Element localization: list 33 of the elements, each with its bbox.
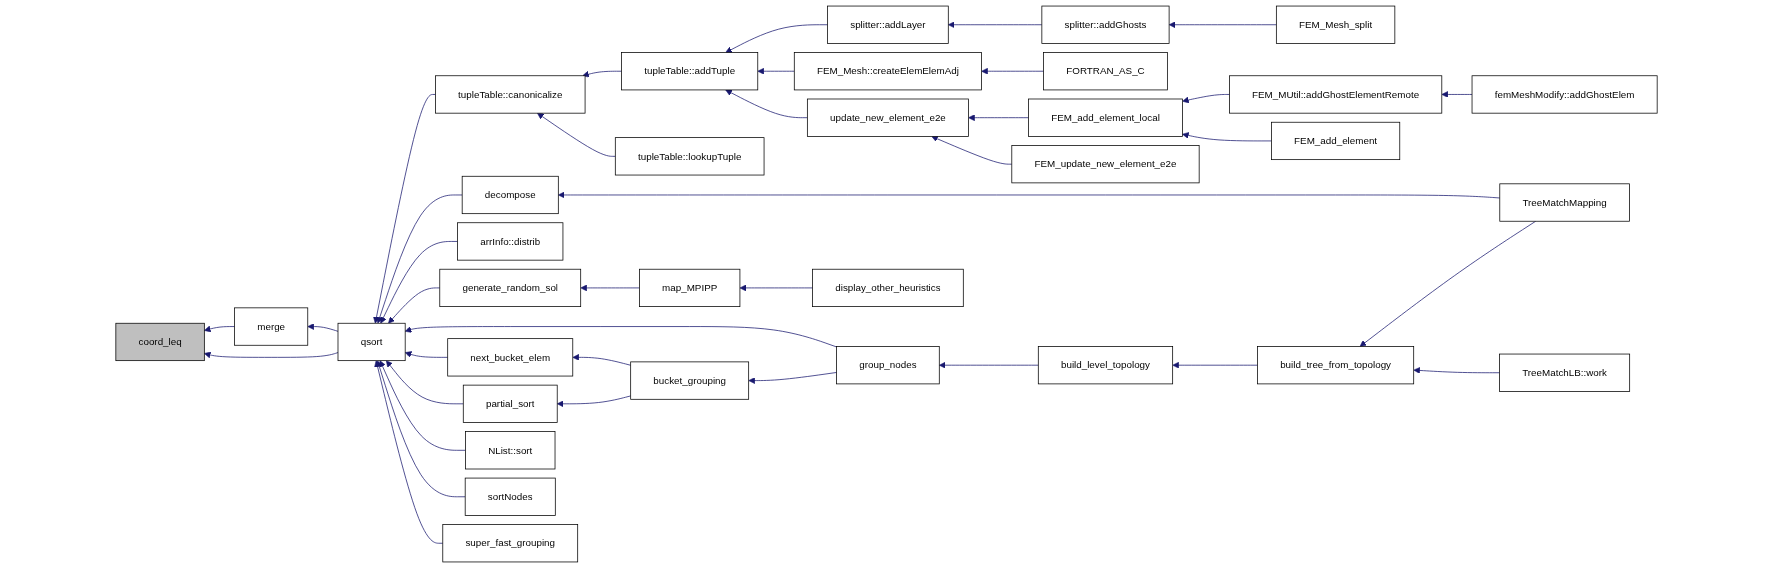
node-box: splitter::addLayer [827,5,949,44]
node-box: splitter::addGhosts [1041,5,1170,44]
node-box: partial_sort [462,384,558,423]
node-box: femMeshModify::addGhostElem [1471,75,1658,114]
node-box: tupleTable::addTuple [621,52,759,91]
node-box: FEM_add_element_local [1028,98,1183,137]
node-box: decompose [461,175,559,215]
node-box: display_other_heuristics [812,268,964,307]
node-box: tupleTable::canonicalize [435,75,586,114]
node-box: next_bucket_elem [447,338,574,377]
node-box: build_level_topology [1037,346,1174,385]
node-box: build_tree_from_topology [1257,346,1415,385]
node-box: FEM_Mesh::createElemElemAdj [793,52,982,91]
node-box: FEM_Mesh_split [1275,5,1396,44]
node-box: TreeMatchMapping [1499,183,1630,222]
node-box: bucket_grouping [630,361,750,400]
node-box: update_new_element_e2e [806,98,969,137]
node-box: generate_random_sol [439,268,582,307]
node-box: FEM_add_element [1271,121,1401,160]
node-box: FEM_update_new_element_e2e [1011,145,1200,184]
node-box: TreeMatchLB::work [1499,353,1631,392]
node-box: coord_leq [115,322,205,362]
node-box: FEM_MUtil::addGhostElementRemote [1229,75,1443,114]
node-box: map_MPIPP [639,268,741,307]
node-box: super_fast_grouping [442,524,579,563]
node-box: arrInfo::distrib [457,222,564,261]
node-box: NList::sort [465,431,556,470]
node-box: group_nodes [836,346,940,385]
node-box: tupleTable::lookupTuple [614,137,765,176]
node-box: sortNodes [464,477,556,516]
node-box: qsort [337,322,406,362]
node-box: FORTRAN_AS_C [1043,52,1168,91]
node-box: merge [234,307,309,346]
